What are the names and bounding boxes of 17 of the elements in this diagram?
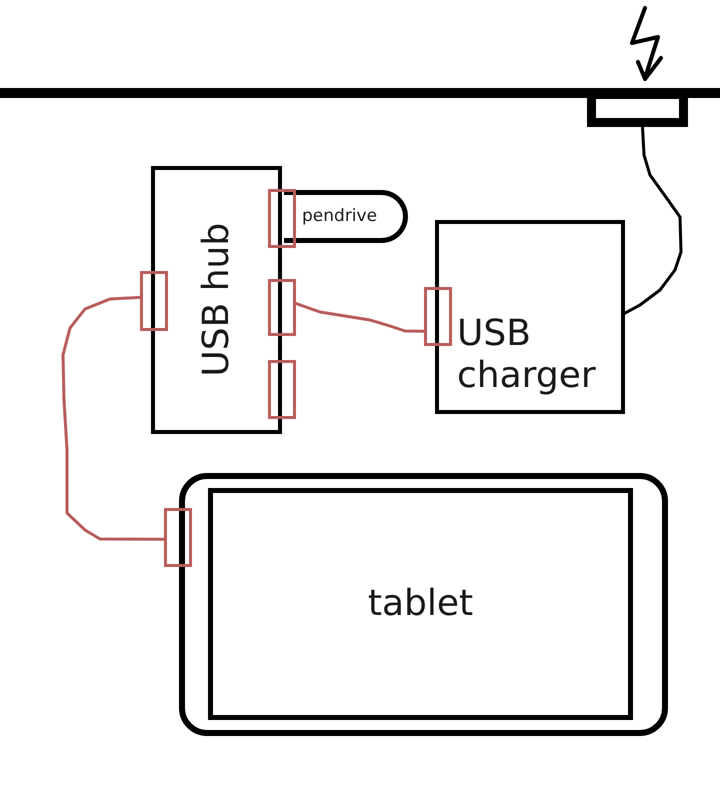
- node-label: pendrive: [302, 206, 378, 227]
- node-label: tablet: [368, 583, 474, 625]
- usb-port: [164, 508, 192, 567]
- node-label: USB hub: [196, 223, 238, 377]
- usb-port: [424, 287, 452, 346]
- usb-port: [268, 189, 296, 248]
- usb-charger: [435, 220, 625, 414]
- tablet: [179, 473, 668, 736]
- usb-hub: [151, 166, 282, 434]
- usb-cable: [294, 302, 426, 333]
- pendrive: [284, 190, 408, 243]
- power-cable: [624, 126, 682, 315]
- usb-port: [140, 271, 168, 331]
- node-label: USB charger: [457, 313, 597, 396]
- usb-port: [268, 279, 296, 336]
- usb-cable: [62, 296, 166, 541]
- usb-port: [268, 360, 296, 419]
